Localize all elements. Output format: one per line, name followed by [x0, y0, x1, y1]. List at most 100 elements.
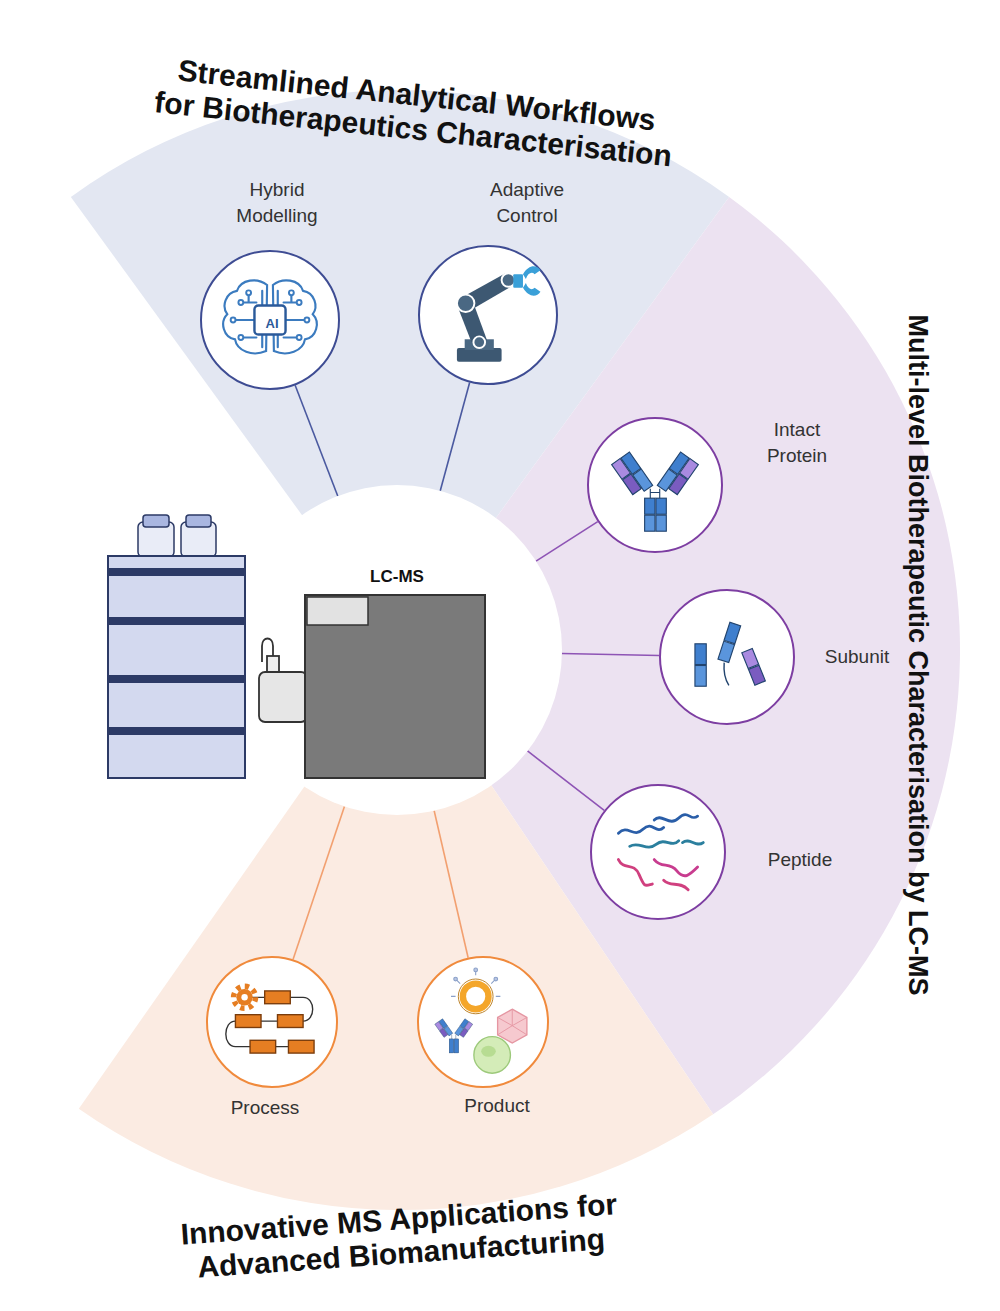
- antibody: [435, 1019, 473, 1053]
- circuit-node: [304, 318, 309, 323]
- liposome: [451, 968, 500, 1014]
- antibody: [440, 1028, 448, 1037]
- robot-arm: [473, 336, 485, 348]
- antibody: [645, 515, 655, 531]
- peptide-icon: [592, 786, 724, 918]
- process-step: [265, 991, 291, 1004]
- cell: [474, 1037, 511, 1074]
- hplc-stack: [108, 568, 245, 576]
- ion-source: [259, 639, 307, 723]
- topic-circle: Hybrid ModellingAI: [200, 250, 340, 390]
- hplc-stack: [108, 556, 245, 778]
- mass-spectrometer: [305, 595, 485, 778]
- connector-line: [295, 385, 338, 496]
- liposome: [463, 984, 489, 1010]
- subunit-icon: [661, 591, 793, 723]
- gear: [234, 986, 256, 1008]
- brain-circuit: [233, 291, 307, 347]
- peptide-chain: [654, 815, 697, 822]
- connector-line: [440, 383, 469, 491]
- robot-arm: [457, 348, 502, 362]
- gear: [241, 994, 247, 1000]
- solvent-bottle: [138, 515, 216, 557]
- antibody: [612, 452, 699, 531]
- hplc-stack: [108, 556, 245, 778]
- peptide-chain: [618, 826, 663, 833]
- connector-line: [293, 806, 344, 959]
- viral-capsid: [498, 1009, 527, 1035]
- mass-spectrometer: [305, 595, 485, 778]
- robot-arm: [457, 295, 474, 312]
- peptide-chain: [618, 860, 652, 886]
- antibody-icon: [589, 419, 721, 551]
- peptide-chain: [683, 841, 704, 844]
- process-step: [288, 1040, 314, 1053]
- antibody: [669, 474, 688, 495]
- process-step: [235, 991, 314, 1053]
- peptide-chain: [618, 815, 703, 890]
- subunit-chain: [695, 665, 706, 686]
- ion-source: [259, 672, 307, 722]
- application-circle: Product: [417, 956, 549, 1088]
- node-label: Hybrid Modelling: [217, 177, 337, 228]
- level-circle: Peptide: [590, 784, 726, 920]
- circuit-node: [231, 318, 236, 323]
- level-circle: Intact Protein: [587, 417, 723, 553]
- antibody: [657, 452, 698, 498]
- gripper: [523, 283, 540, 296]
- application-circle: Process: [206, 956, 338, 1088]
- connector-line: [562, 653, 659, 655]
- peptide-chain: [654, 860, 697, 876]
- antibody: [435, 1019, 453, 1039]
- liposome: [494, 977, 498, 981]
- circuit-node: [238, 335, 243, 340]
- antibody: [452, 1035, 456, 1039]
- antibody: [645, 498, 655, 514]
- gear: [234, 986, 256, 1008]
- subunit-chain: [695, 644, 706, 665]
- sector-heading: Multi-level Biotherapeutic Characterisat…: [903, 314, 933, 995]
- robot-arm: [502, 273, 516, 287]
- viral-capsid: [498, 1009, 527, 1043]
- circuit-node: [289, 290, 294, 295]
- liposome: [454, 977, 458, 981]
- circuit-node: [297, 335, 302, 340]
- flow-line: [226, 997, 313, 1046]
- antibody: [656, 515, 666, 531]
- antibody: [622, 474, 641, 495]
- liposome: [474, 968, 478, 972]
- subunit-chain: [718, 641, 735, 662]
- antibody: [650, 489, 659, 498]
- antibody: [656, 498, 666, 514]
- node-label: Intact Protein: [747, 417, 847, 468]
- subunit-chain: [724, 663, 729, 686]
- connector-line: [434, 811, 468, 958]
- circuit-node: [238, 300, 243, 305]
- brain-circuit: [223, 280, 317, 353]
- gripper: [523, 266, 540, 279]
- subunit-chain: [718, 622, 741, 662]
- node-label: Product: [442, 1093, 552, 1119]
- node-label: Peptide: [750, 847, 850, 873]
- node-label: Adaptive Control: [467, 177, 587, 228]
- chip-label: AI: [266, 317, 279, 330]
- sector-heading: Streamlined Analytical Workflows for Bio…: [103, 46, 727, 178]
- instrument-hub: LC-MS: [232, 485, 562, 815]
- mass-spectrometer: [307, 597, 368, 625]
- antibody: [454, 1039, 459, 1053]
- connector-line: [527, 751, 604, 810]
- connector-line: [536, 522, 598, 561]
- level-circle: Subunit: [659, 589, 795, 725]
- subunit-chain: [724, 622, 741, 643]
- peptide-chain: [664, 880, 689, 889]
- antibody: [455, 1019, 473, 1039]
- process-step: [277, 1015, 303, 1028]
- antibody: [460, 1028, 468, 1037]
- cell: [481, 1046, 496, 1057]
- instrument-label: LC-MS: [370, 566, 424, 589]
- subunit-chain: [742, 649, 759, 669]
- gripper: [513, 266, 540, 295]
- circuit-node: [231, 290, 310, 340]
